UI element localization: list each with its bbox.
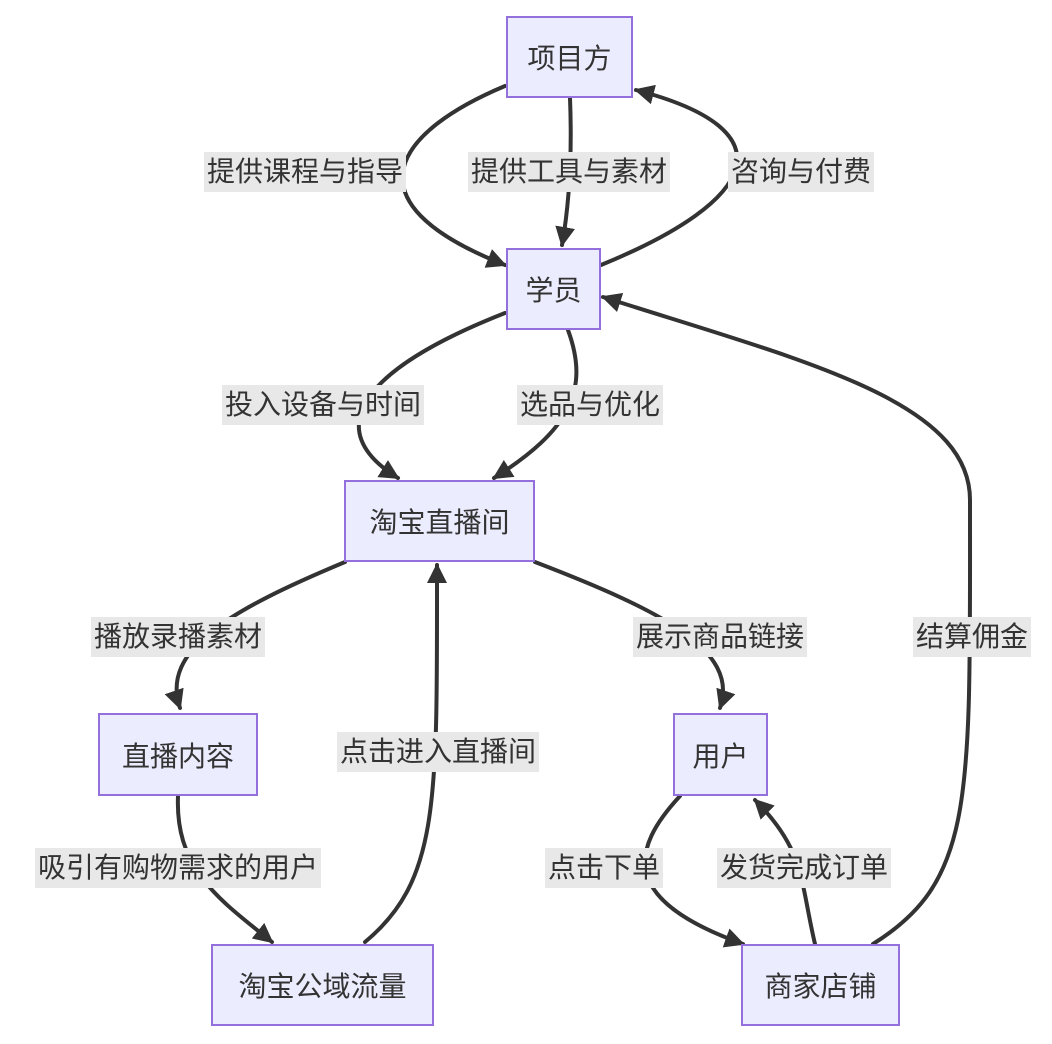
edge-label-consult: 咨询与付费	[727, 152, 875, 192]
node-user: 用户	[673, 713, 768, 796]
node-live-content: 直播内容	[98, 713, 258, 796]
edge-label-show-links: 展示商品链接	[632, 617, 808, 657]
edge-label-tools: 提供工具与素材	[467, 152, 671, 192]
node-public-traffic: 淘宝公域流量	[211, 944, 434, 1026]
edge-shop-student-commission	[601, 292, 973, 946]
edge-label-courses: 提供课程与指导	[203, 152, 407, 192]
edge-label-select: 选品与优化	[516, 385, 664, 425]
node-student: 学员	[506, 248, 601, 330]
node-shop: 商家店铺	[741, 944, 900, 1026]
edge-label-ship: 发货完成订单	[716, 848, 892, 888]
edge-label-play: 播放录播素材	[90, 617, 266, 657]
edge-label-attract: 吸引有购物需求的用户	[34, 848, 322, 888]
node-project: 项目方	[506, 16, 633, 98]
edge-label-invest: 投入设备与时间	[221, 385, 425, 425]
edge-traffic-live-click	[363, 563, 448, 944]
edge-label-order: 点击下单	[544, 848, 664, 888]
node-live-room: 淘宝直播间	[344, 480, 535, 562]
edge-label-commission: 结算佣金	[912, 617, 1032, 657]
edge-label-click-enter: 点击进入直播间	[336, 732, 540, 772]
